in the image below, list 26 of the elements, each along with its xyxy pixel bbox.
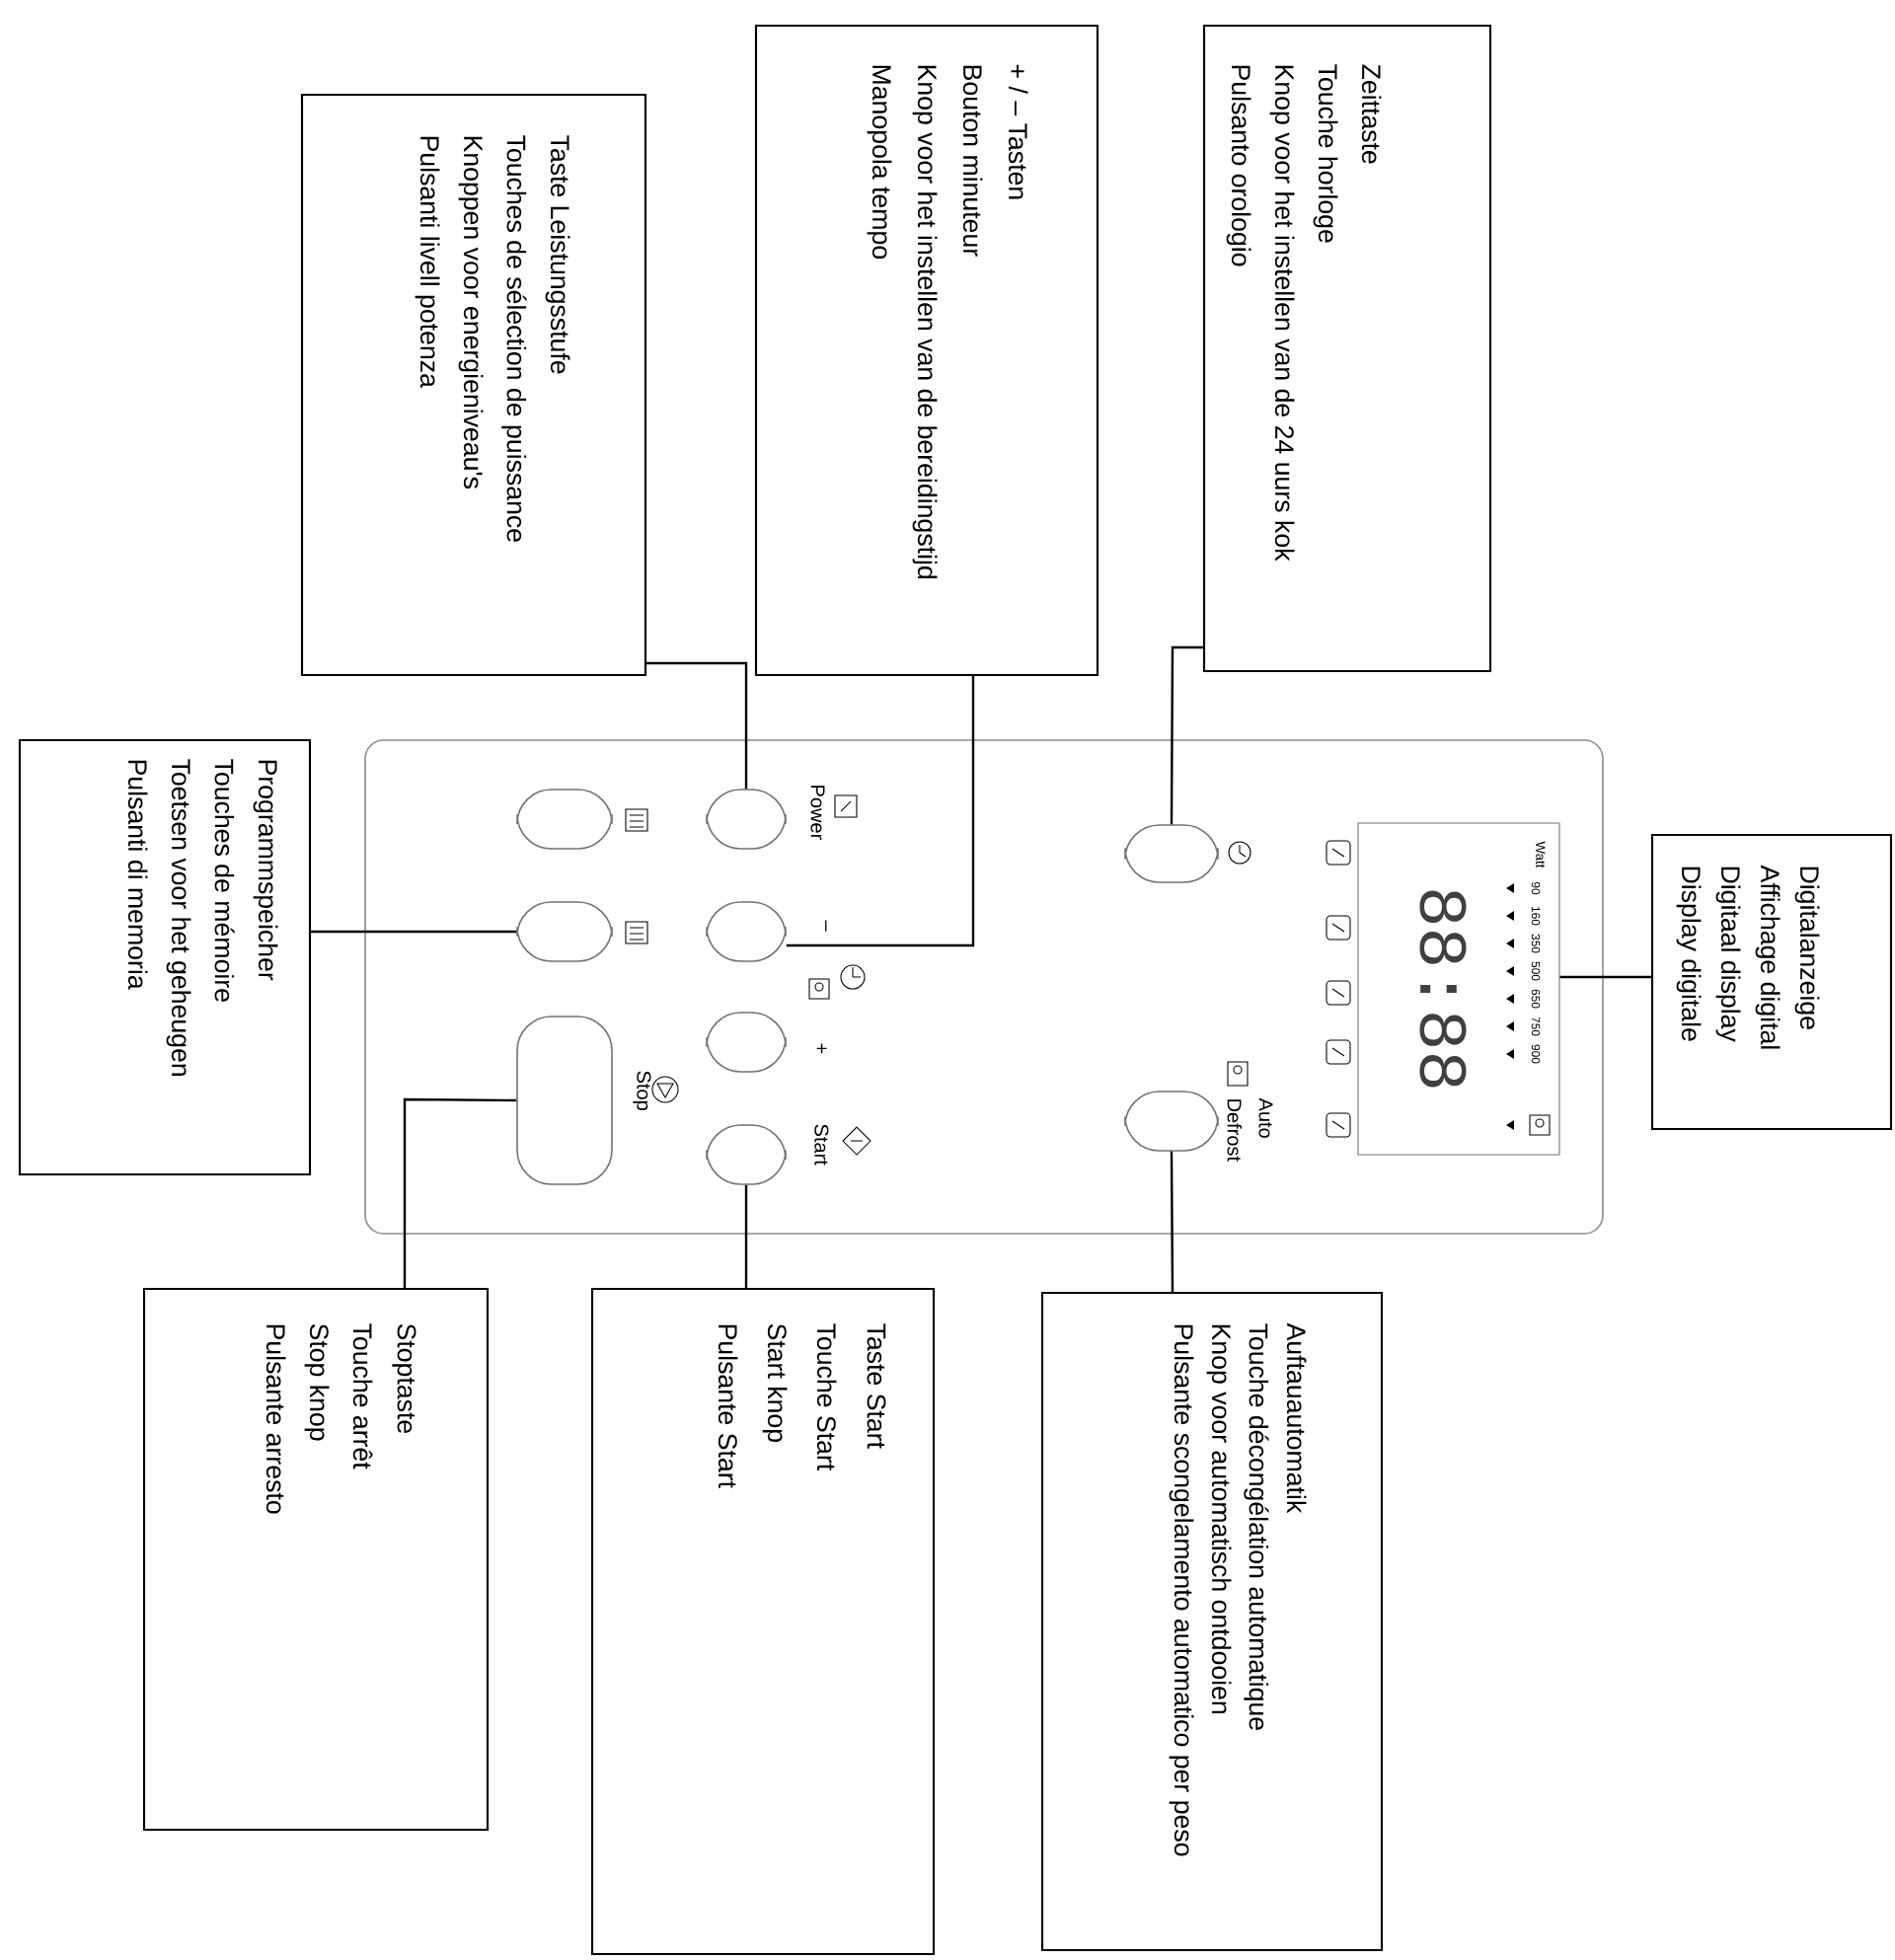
callout-box: Taste Start Touche Start Start knop Pulsante Start [590, 1287, 936, 1956]
callout-box: Programmspeicher Touches de mémoire Toetsen voor het geheugen Pulsanti di memoria [18, 738, 312, 1176]
button-label: Start [814, 1124, 829, 1166]
button [516, 901, 613, 962]
callout-box: + / – Tasten Bouton minuteur Knop voor het instellen van de bereidingstijd Manopola tempo [754, 24, 1099, 677]
callout-box: Stoptaste Touche arrêt Stop knop Pulsante arresto [142, 1287, 490, 1832]
button [1124, 824, 1219, 883]
leader-line [744, 1184, 748, 1288]
callout-box: Taste Leistungsstufe Touches de sélection de puissance Knoppen voor energieniveau's Pulsanti livell potenza [300, 93, 647, 677]
button-label: Power [810, 786, 825, 840]
leader-line [1170, 645, 1203, 825]
button-label: + [816, 1043, 827, 1054]
leader-line [1559, 975, 1651, 979]
leader-line [1170, 1151, 1175, 1292]
control-panel [364, 739, 1604, 1235]
button-label: Auto Defrost [1227, 1097, 1273, 1162]
leader-line [311, 930, 517, 934]
button-label: Stop [633, 1071, 651, 1110]
leader-line [646, 661, 748, 790]
callout-box: Digitalanzeige Affichage digital Digitaal display Display digitale [1650, 833, 1893, 1131]
leader-line [403, 1097, 517, 1288]
button [516, 789, 613, 850]
callout-box: Zeittaste Touche horloge Knop voor het instellen van de 24 uurs kok Pulsanto orologio [1202, 24, 1492, 673]
callout-box: Auftauautomatik Touche décongélation automatique Knop voor automatisch ontdooien Pulsante scongelamento automatico per peso [1040, 1291, 1384, 1952]
button-label: – [825, 920, 827, 932]
leader-line [786, 676, 975, 947]
